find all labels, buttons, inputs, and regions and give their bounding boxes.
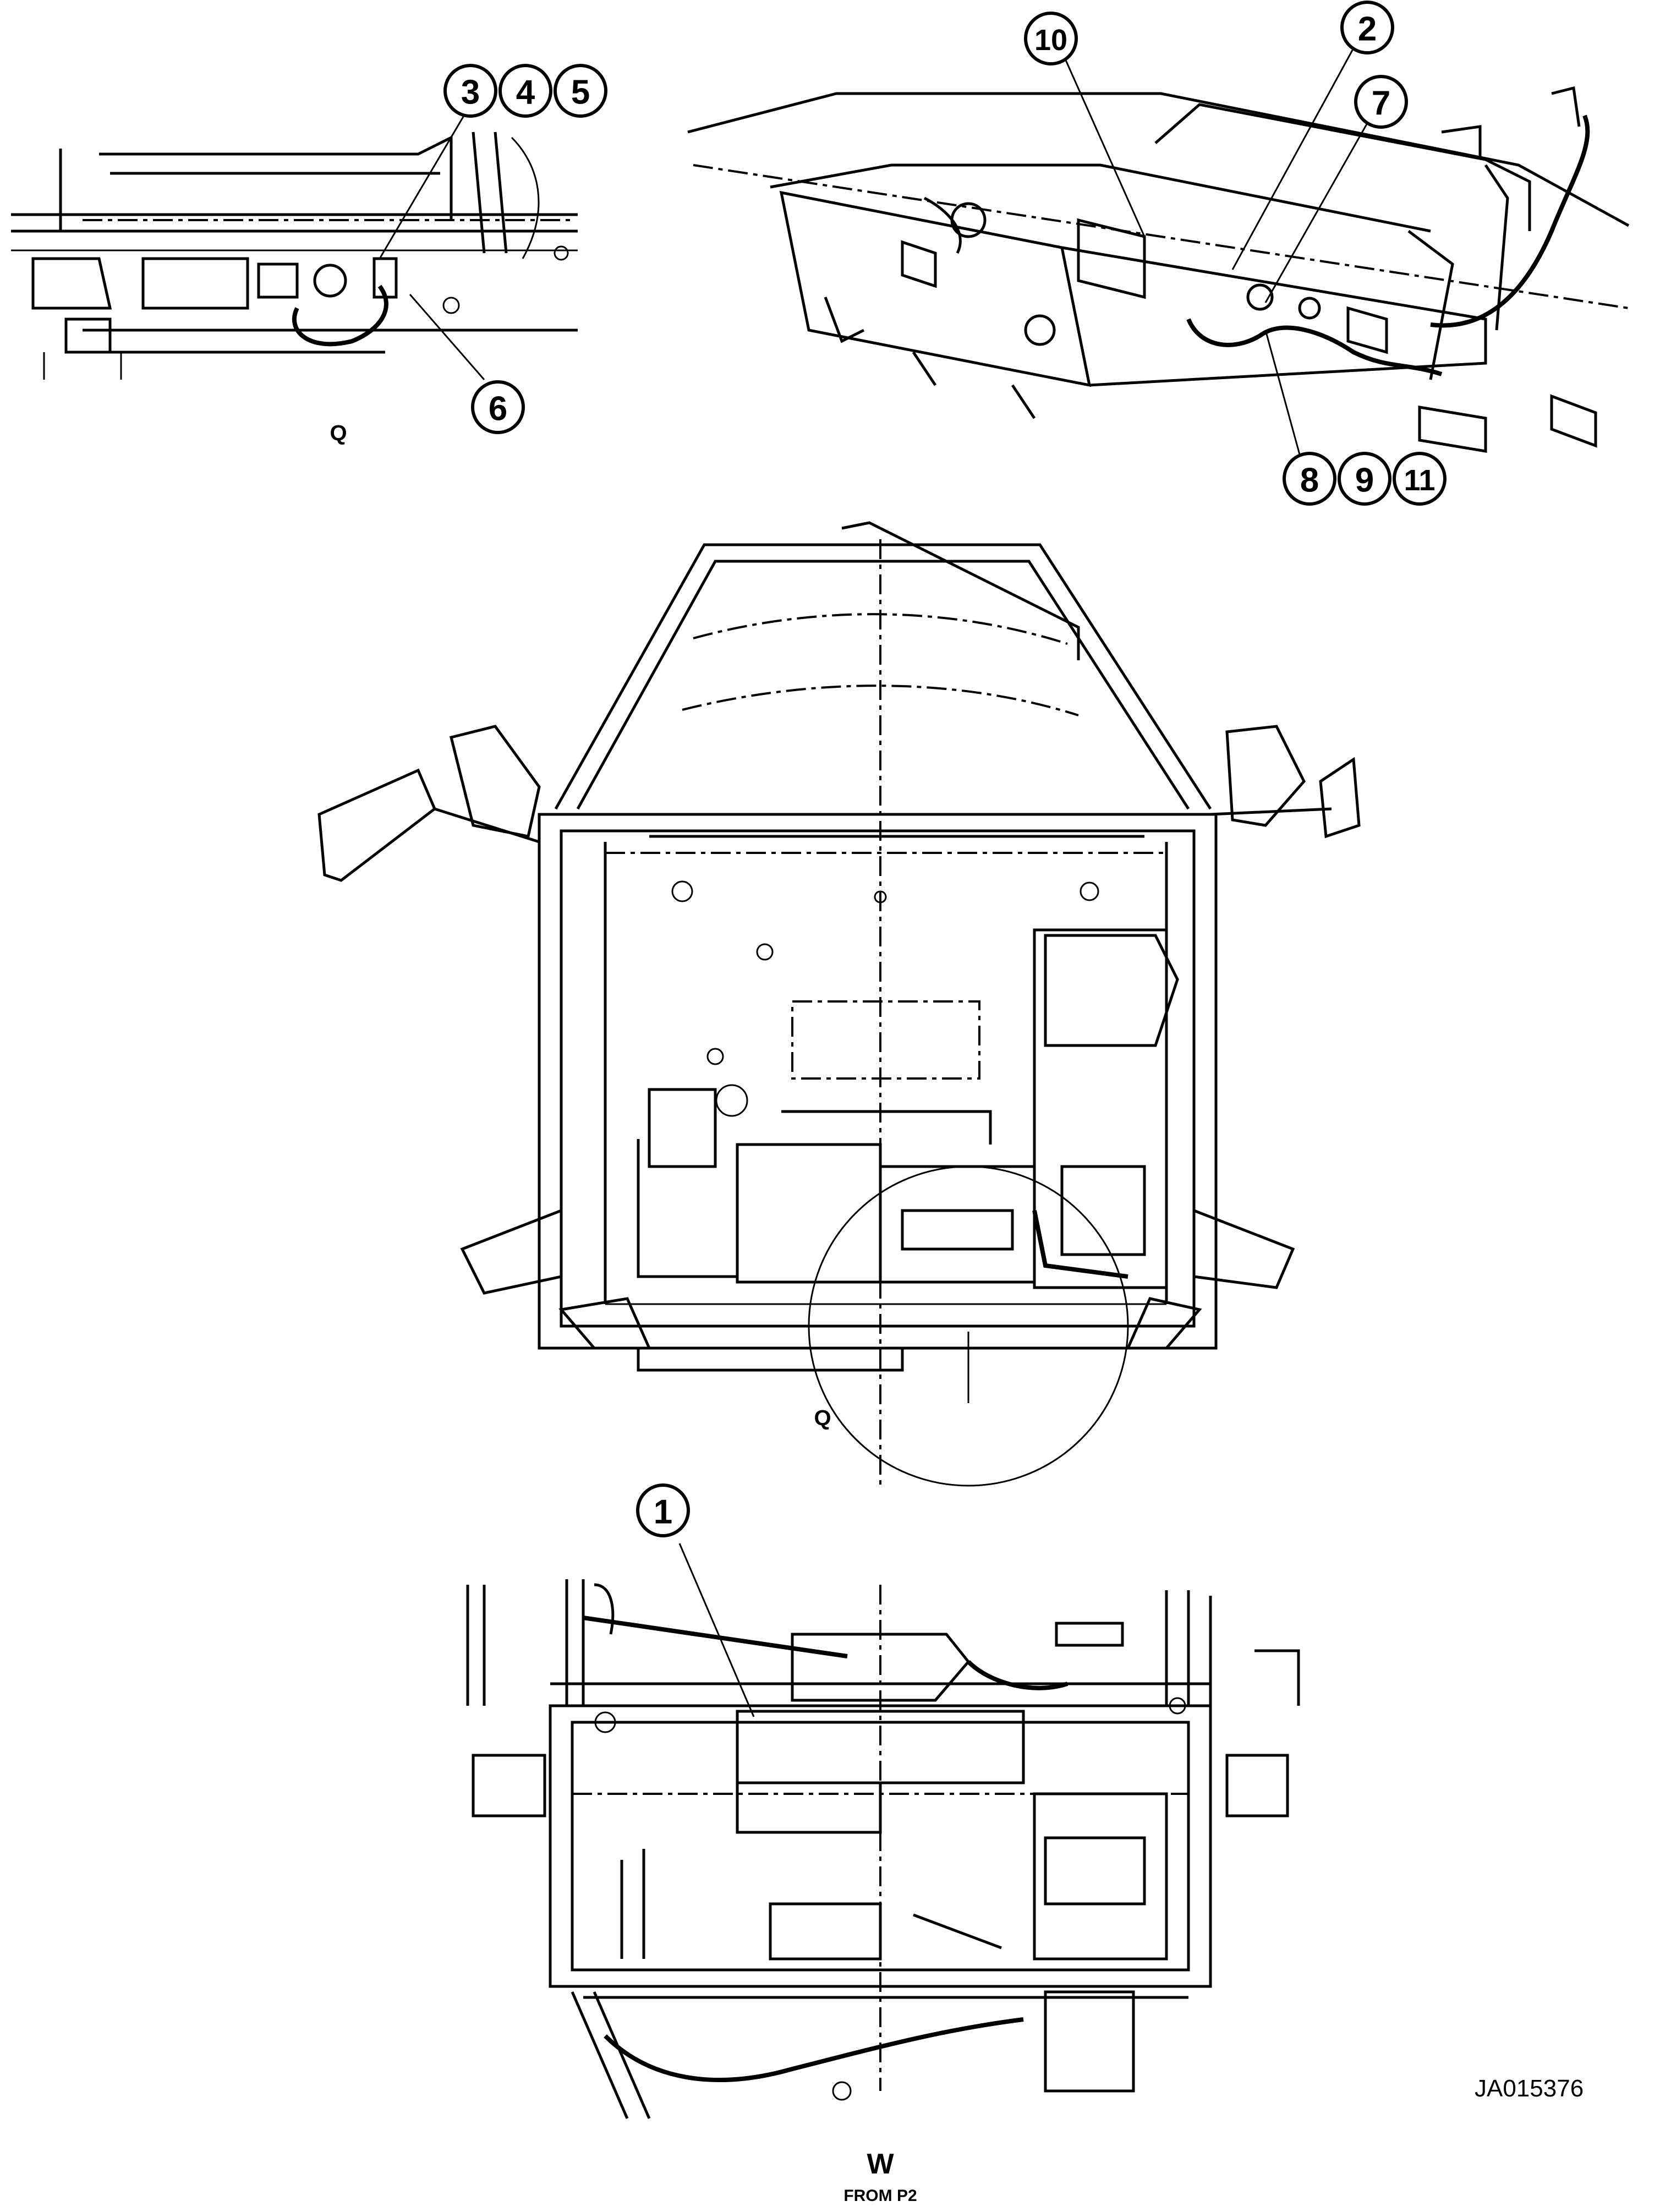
- callout-6: 6: [471, 380, 525, 434]
- detail-view-q: [11, 104, 578, 380]
- view-label-w: W: [867, 2148, 894, 2180]
- bottom-view-w: [466, 1543, 1300, 2119]
- svg-text:10: 10: [1034, 24, 1067, 57]
- callout-11: 11: [1393, 452, 1447, 506]
- callout-5: 5: [554, 64, 607, 118]
- main-view-cab: [317, 521, 1361, 1487]
- view-label-q-main: Q: [814, 1406, 831, 1430]
- svg-text:6: 6: [489, 390, 507, 428]
- svg-text:1: 1: [654, 1493, 672, 1531]
- svg-text:9: 9: [1355, 462, 1374, 500]
- svg-text:4: 4: [516, 74, 535, 112]
- callout-8: 8: [1283, 452, 1336, 506]
- svg-text:3: 3: [461, 74, 480, 112]
- callout-4: 4: [498, 64, 552, 118]
- callout-3: 3: [443, 64, 497, 118]
- view-label-q-detail: Q: [330, 421, 347, 445]
- svg-text:11: 11: [1404, 464, 1435, 497]
- callout-10: 10: [1024, 12, 1078, 65]
- callout-2: 2: [1340, 1, 1394, 54]
- callout-9: 9: [1338, 452, 1391, 506]
- isometric-detail-view: [687, 32, 1630, 471]
- svg-text:2: 2: [1358, 10, 1377, 48]
- svg-text:5: 5: [571, 74, 590, 112]
- svg-text:7: 7: [1372, 85, 1390, 123]
- view-label-from: FROM P2: [843, 2187, 917, 2205]
- svg-text:8: 8: [1300, 462, 1319, 500]
- callout-7: 7: [1354, 75, 1408, 129]
- drawing-code: JA015376: [1475, 2075, 1584, 2102]
- callout-1: 1: [636, 1483, 690, 1537]
